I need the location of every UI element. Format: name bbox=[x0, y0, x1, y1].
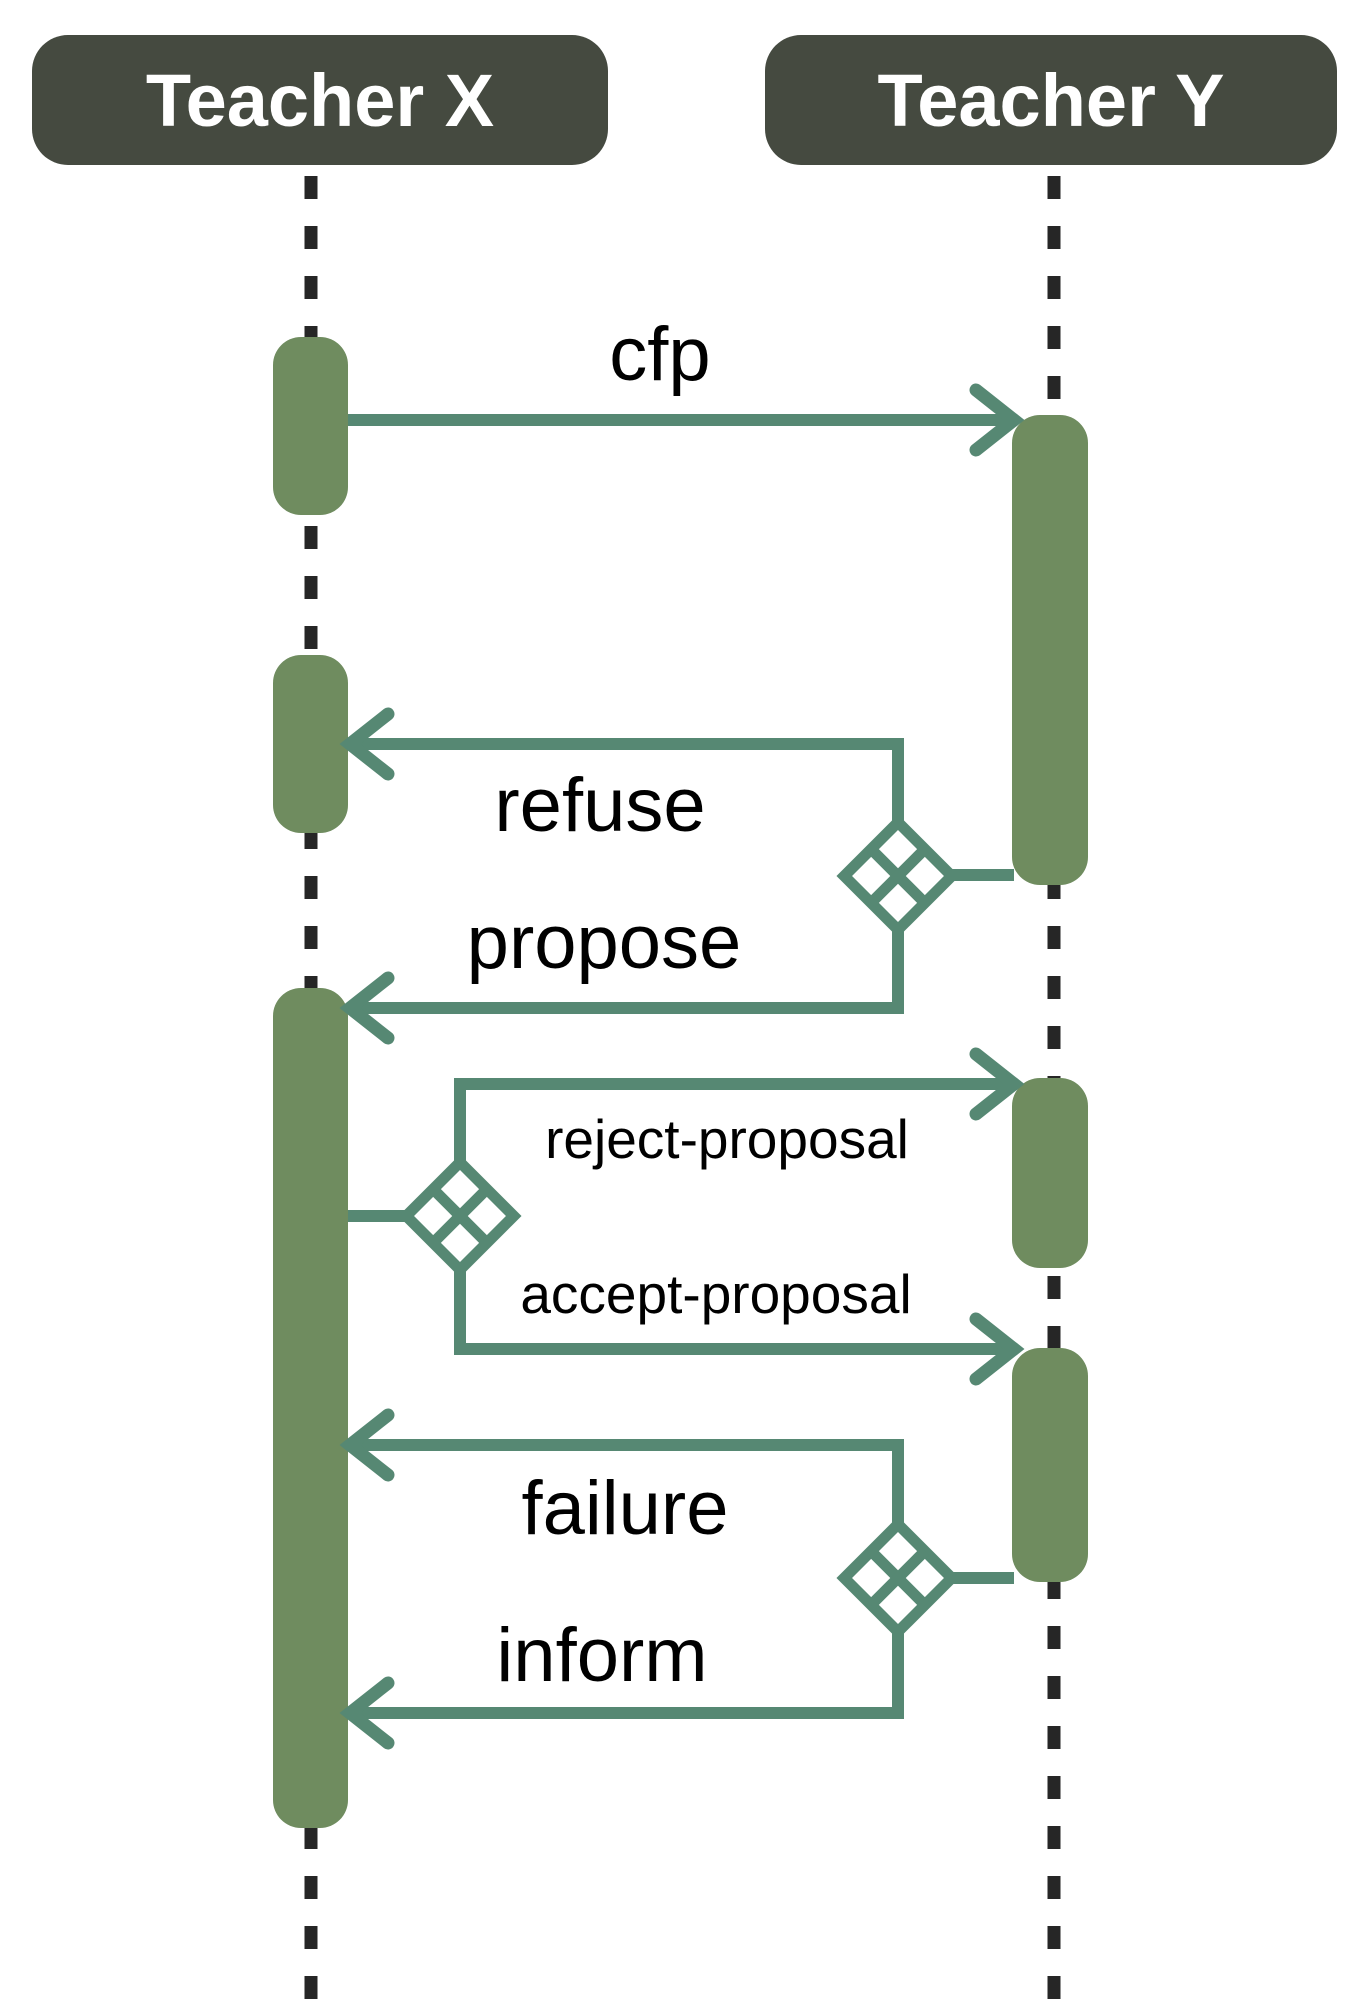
message-reject-proposal-label: reject-proposal bbox=[545, 1108, 909, 1170]
message-inform-label: inform bbox=[496, 1613, 707, 1698]
activation-teacher-y-2 bbox=[1012, 1078, 1088, 1268]
message-failure-arrowhead-icon bbox=[339, 1408, 395, 1482]
participant-label-teacher-x: Teacher X bbox=[146, 59, 494, 142]
activation-teacher-x-1 bbox=[273, 337, 348, 515]
message-accept-proposal-label: accept-proposal bbox=[520, 1263, 911, 1325]
alternative-diamond-2-icon bbox=[398, 1154, 522, 1278]
participant-headers: Teacher X Teacher Y bbox=[32, 35, 1337, 165]
message-propose-arrowhead-icon bbox=[339, 971, 395, 1045]
message-inform-arrowhead-icon bbox=[339, 1676, 395, 1750]
message-labels: cfp refuse propose reject-proposal accep… bbox=[467, 312, 912, 1698]
alternative-markers bbox=[398, 814, 960, 1640]
message-failure-label: failure bbox=[522, 1466, 729, 1551]
arrowheads bbox=[339, 383, 1025, 1750]
activation-teacher-x-2 bbox=[273, 655, 348, 833]
participant-header-teacher-y bbox=[765, 35, 1337, 165]
activation-bars bbox=[273, 337, 1088, 1828]
participant-header-teacher-x bbox=[32, 35, 608, 165]
alternative-diamond-3-icon bbox=[836, 1516, 960, 1640]
lifelines bbox=[304, 176, 1061, 2008]
message-accept-proposal-arrowhead-icon bbox=[969, 1312, 1025, 1386]
message-reject-proposal-arrowhead-icon bbox=[969, 1047, 1025, 1121]
activation-teacher-y-3 bbox=[1012, 1348, 1088, 1582]
participant-label-teacher-y: Teacher Y bbox=[878, 59, 1225, 142]
activation-teacher-y-1 bbox=[1012, 415, 1088, 885]
message-refuse-arrowhead-icon bbox=[339, 707, 395, 781]
message-refuse-label: refuse bbox=[494, 763, 705, 848]
activation-teacher-x-3 bbox=[273, 988, 348, 1828]
message-cfp-arrowhead-icon bbox=[969, 383, 1025, 457]
message-cfp-label: cfp bbox=[609, 312, 710, 397]
alternative-diamond-1-icon bbox=[836, 814, 960, 938]
message-propose-label: propose bbox=[467, 900, 742, 985]
